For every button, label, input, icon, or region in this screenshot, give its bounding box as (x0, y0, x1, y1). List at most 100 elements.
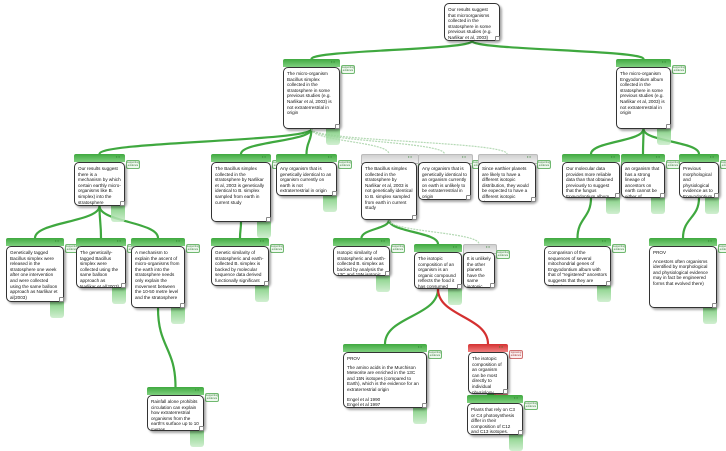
node-tab[interactable] (131, 238, 185, 246)
vote-dots[interactable] (55, 238, 60, 243)
argument-node-n19[interactable]: Comparison of the sequences of several m… (544, 246, 611, 286)
argument-node-n10[interactable]: an organism that has a strong lineage of… (621, 162, 665, 198)
evidence-badge[interactable]: supporting evidence (341, 65, 355, 74)
expand-node-icon[interactable] (714, 193, 719, 198)
vote-dots[interactable] (116, 154, 121, 159)
evidence-badge[interactable]: supporting evidence (270, 244, 284, 253)
expand-node-icon[interactable] (666, 124, 671, 129)
evidence-badge[interactable]: supporting evidence (537, 160, 551, 169)
node-tab[interactable] (283, 59, 340, 67)
expand-node-icon[interactable] (335, 124, 340, 129)
expand-node-icon[interactable] (180, 303, 185, 308)
vote-dots[interactable] (462, 154, 467, 159)
expand-node-icon[interactable] (266, 217, 271, 222)
expand-node-icon[interactable] (264, 281, 269, 286)
evidence-badge[interactable]: supporting evidence (338, 160, 352, 169)
vote-dots[interactable] (662, 59, 667, 64)
argument-node-n11[interactable]: Previous morphological and physiological… (679, 162, 719, 198)
argument-node-n12[interactable]: Genetically tagged Bacillus simplex were… (6, 246, 64, 302)
vote-dots[interactable] (328, 154, 333, 159)
expand-node-icon[interactable] (495, 36, 500, 41)
argument-node-n13[interactable]: The genetically-tagged Bacillus simplex … (76, 246, 126, 288)
vote-dots[interactable] (602, 238, 607, 243)
argument-node-n3[interactable]: Our results suggest there is a mechanism… (74, 162, 125, 206)
expand-node-icon[interactable] (615, 193, 620, 198)
node-tab[interactable] (468, 344, 508, 352)
vote-dots[interactable] (117, 238, 122, 243)
argument-node-n15[interactable]: Genetic similarity of stratospheric and … (211, 246, 269, 286)
argument-node-n5[interactable]: Any organism that is genetically identic… (276, 162, 337, 196)
argument-node-n2[interactable]: The micro-organism Engyodontium album co… (616, 67, 671, 129)
expand-node-icon[interactable] (457, 284, 462, 289)
evidence-badge[interactable]: supporting evidence (205, 393, 219, 402)
node-tab[interactable] (74, 154, 125, 162)
expand-node-icon[interactable] (412, 215, 417, 220)
expand-node-icon[interactable] (422, 403, 427, 408)
argument-node-n8[interactable]: Since earthier planets are likely to hav… (478, 162, 536, 202)
evidence-badge[interactable]: supporting evidence (524, 401, 538, 410)
node-tab[interactable] (343, 344, 427, 352)
node-tab[interactable] (211, 238, 269, 246)
evidence-badge[interactable]: supporting evidence (666, 160, 680, 169)
argument-node-n9[interactable]: Our molecular data provides more reliabl… (562, 162, 620, 198)
vote-dots[interactable] (408, 154, 413, 159)
expand-node-icon[interactable] (606, 281, 611, 286)
expand-node-icon[interactable] (199, 426, 204, 431)
node-tab[interactable] (544, 238, 611, 246)
vote-dots[interactable] (499, 344, 504, 349)
vote-dots[interactable] (418, 344, 423, 349)
argument-node-n24[interactable]: Plants that rely on C3 or C4 photosynthe… (467, 403, 523, 435)
vote-dots[interactable] (262, 154, 267, 159)
argument-node-n18[interactable]: It is unlikely the other planets have th… (463, 252, 495, 288)
evidence-badge[interactable]: supporting evidence (718, 244, 726, 253)
vote-dots[interactable] (195, 387, 200, 392)
vote-dots[interactable] (331, 59, 336, 64)
vote-dots[interactable] (527, 154, 532, 159)
argument-node-root[interactable]: Our results suggest that microorganisms … (444, 3, 500, 41)
evidence-badge[interactable]: supporting evidence (720, 160, 726, 169)
node-tab[interactable] (276, 154, 337, 162)
vote-dots[interactable] (710, 154, 715, 159)
expand-node-icon[interactable] (712, 303, 717, 308)
evidence-badge[interactable]: supporting evidence (186, 244, 200, 253)
node-tab[interactable] (621, 154, 665, 162)
evidence-badge[interactable]: opposing evidence (509, 350, 523, 359)
vote-dots[interactable] (656, 154, 661, 159)
vote-dots[interactable] (260, 238, 265, 243)
node-tab[interactable] (414, 244, 462, 252)
evidence-badge[interactable]: supporting evidence (672, 65, 686, 74)
argument-node-n21[interactable]: Rainfall alone prohibits circulation can… (147, 395, 204, 431)
vote-dots[interactable] (708, 238, 713, 243)
expand-node-icon[interactable] (59, 297, 64, 302)
expand-node-icon[interactable] (120, 201, 125, 206)
expand-node-icon[interactable] (385, 271, 390, 276)
evidence-badge[interactable]: supporting evidence (496, 250, 510, 259)
evidence-badge[interactable]: supporting evidence (391, 244, 405, 253)
vote-dots[interactable] (486, 244, 491, 249)
node-tab[interactable] (333, 238, 390, 246)
argument-node-n23[interactable]: The isotopic composition of an organism … (468, 352, 508, 394)
expand-node-icon[interactable] (466, 195, 471, 200)
argument-node-n4[interactable]: The Bacillus simplex collected in the st… (211, 162, 271, 222)
evidence-badge[interactable]: supporting evidence (428, 350, 442, 359)
expand-node-icon[interactable] (121, 283, 126, 288)
argument-node-n16[interactable]: Isotopic similarity of stratospheric and… (333, 246, 390, 276)
node-tab[interactable] (147, 387, 204, 395)
node-tab[interactable] (6, 238, 64, 246)
node-tab[interactable] (467, 395, 523, 403)
vote-dots[interactable] (381, 238, 386, 243)
node-tab[interactable] (211, 154, 271, 162)
argument-node-n7[interactable]: Any organism that is genetically identic… (418, 162, 471, 200)
vote-dots[interactable] (611, 154, 616, 159)
argument-node-n17[interactable]: The isotopic composition of an organism … (414, 252, 462, 289)
node-tab[interactable] (649, 238, 717, 246)
expand-node-icon[interactable] (518, 430, 523, 435)
node-tab[interactable] (562, 154, 620, 162)
expand-node-icon[interactable] (490, 283, 495, 288)
expand-node-icon[interactable] (332, 191, 337, 196)
expand-node-icon[interactable] (660, 193, 665, 198)
vote-dots[interactable] (176, 238, 181, 243)
evidence-badge[interactable]: supporting evidence (126, 160, 140, 169)
node-tab[interactable] (616, 59, 671, 67)
